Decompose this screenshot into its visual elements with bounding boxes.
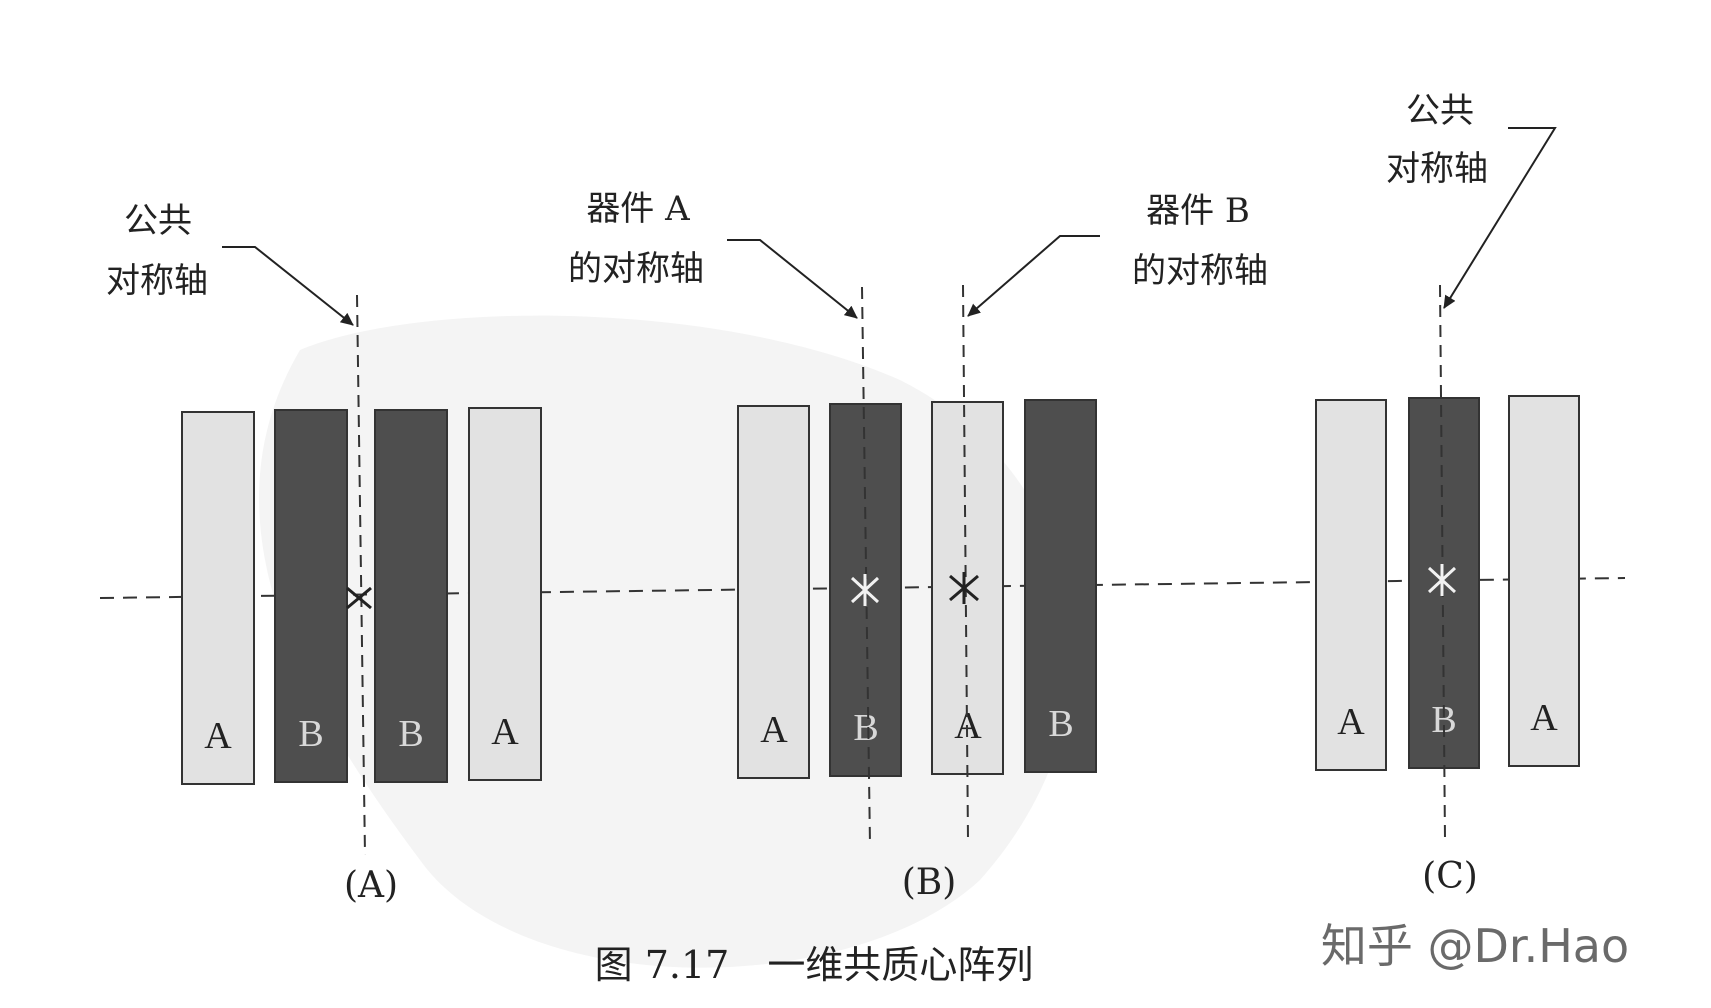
common-axis-label: 对称轴: [106, 261, 208, 301]
device-b-axis-label: 器件 B: [1146, 191, 1250, 231]
leader-line-device-b: [967, 235, 1100, 317]
group-sublabel: (B): [902, 862, 957, 903]
device-b: [274, 409, 348, 783]
common-axis-label: 公共: [124, 201, 192, 241]
leader-line-device-a: [727, 239, 858, 319]
group-b: A B A B 器件 A 的对称轴 器件 B 的对称轴 (B): [568, 189, 1268, 903]
centroid-mark-a: [850, 574, 880, 606]
common-axis-line: [356, 294, 366, 856]
device-a: [1315, 399, 1387, 771]
group-c: A B A 公共 对称轴 (C): [1315, 91, 1580, 897]
device-a-axis-label: 的对称轴: [568, 249, 704, 289]
device-a-axis-label: 器件 A: [586, 189, 690, 229]
leader-line: [222, 246, 354, 326]
device-letter: B: [298, 713, 323, 755]
device-letter: A: [954, 705, 982, 747]
group-sublabel: (A): [344, 865, 398, 906]
device-letter: B: [853, 707, 878, 749]
group-a: A B B A 公共 对称轴 (A): [106, 201, 542, 906]
device-letter: B: [398, 713, 423, 755]
common-axis-label: 对称轴: [1386, 149, 1488, 189]
device-a: [737, 405, 810, 779]
common-axis-label: 公共: [1406, 91, 1474, 131]
device-letter: A: [491, 711, 519, 753]
centroid-mark: [1427, 564, 1457, 596]
figure-caption: 图 7.17 一维共质心阵列: [595, 943, 1034, 987]
device-letter: A: [760, 709, 788, 751]
watermark: 知乎 @Dr.Hao: [1321, 919, 1629, 973]
device-b: [1024, 399, 1097, 773]
device-b-axis-label: 的对称轴: [1132, 251, 1268, 291]
centroid-mark-b: [949, 572, 979, 604]
device-b-axis-line: [962, 284, 969, 841]
device-letter: B: [1048, 703, 1073, 745]
device-a-axis-line: [861, 286, 871, 846]
device-letter: A: [1337, 701, 1365, 743]
common-axis-line: [1439, 284, 1446, 841]
device-b: [374, 409, 448, 783]
device-a: [181, 411, 255, 785]
centroid-mark: [346, 586, 372, 610]
leader-line: [1443, 127, 1557, 309]
device-a: [468, 407, 542, 781]
device-a: [1508, 395, 1580, 767]
device-letter: A: [1530, 697, 1558, 739]
group-sublabel: (C): [1422, 856, 1478, 897]
device-letter: A: [204, 715, 232, 757]
